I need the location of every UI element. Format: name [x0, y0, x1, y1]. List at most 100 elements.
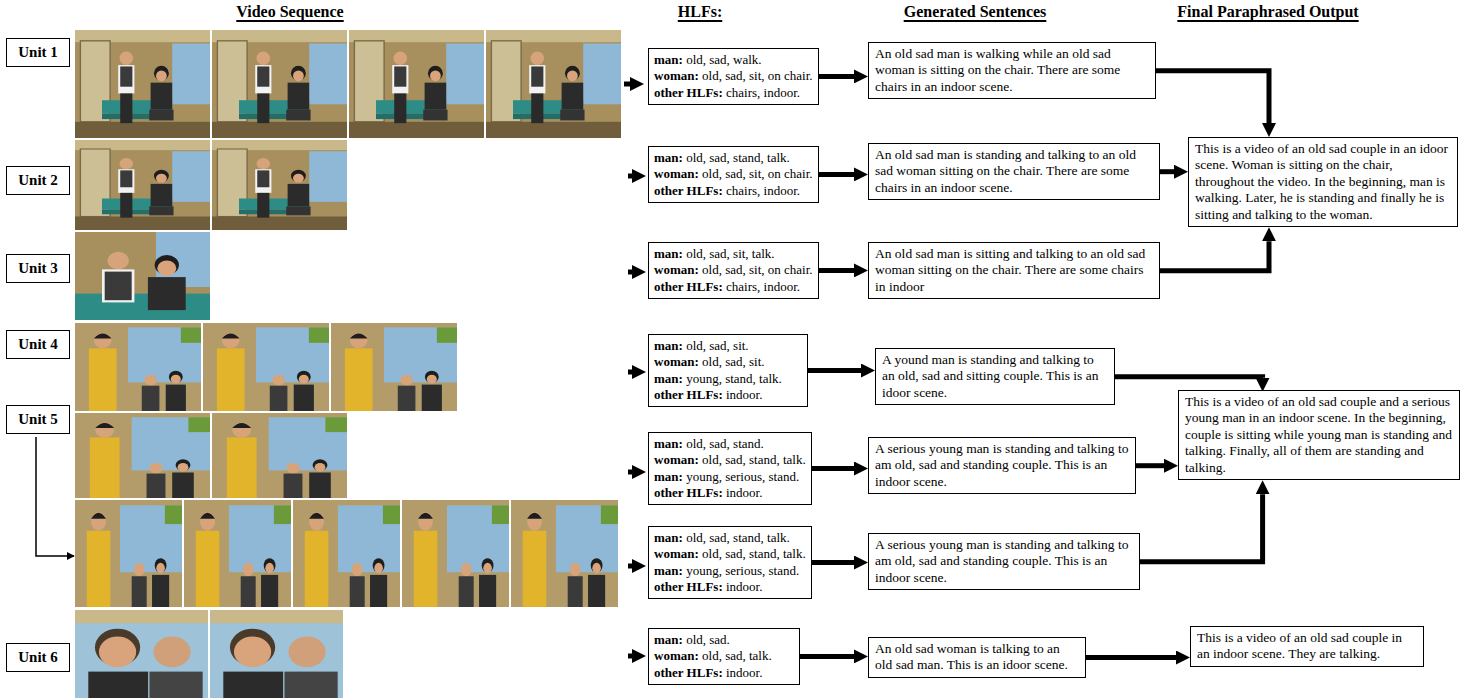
hlf-line: other HLFs: indoor. [654, 387, 802, 403]
hlf-line: man: old, sad, stand. [654, 436, 806, 452]
flow-arrow [1156, 71, 1269, 123]
video-frame [212, 30, 347, 138]
hlf-key: woman: [654, 546, 699, 561]
hlf-key: woman: [654, 166, 699, 181]
hlf-box: man: old, sad, sit.woman: old, sad, sit.… [648, 334, 808, 407]
box-text: An old sad man is walking while an old s… [875, 46, 1149, 95]
hlf-line: woman: old, sad, sit, on chair. [654, 68, 813, 84]
flow-arrow [819, 268, 855, 273]
box-text: Unit 1 [13, 44, 63, 61]
video-frame [349, 30, 484, 138]
video-frame [511, 500, 618, 607]
hlf-key: man: [654, 150, 683, 165]
hlf-key: man: [654, 530, 683, 545]
box-text: A yound man is standing and talking to a… [882, 352, 1108, 401]
hlf-line: other HLFs: indoor. [654, 579, 806, 595]
unit-label-box: Unit 6 [6, 643, 70, 672]
box-text: A serious young man is standing and talk… [875, 441, 1129, 490]
video-frame [203, 323, 329, 411]
hlf-box: man: old, sad, stand, talk.woman: old, s… [648, 526, 812, 599]
video-frame [184, 500, 291, 607]
paraphrase-box: This is a video of an old sad couple in … [1190, 626, 1424, 667]
hlf-key: man: [654, 338, 683, 353]
video-frame [75, 413, 210, 498]
unit5-continuation-line [36, 437, 74, 556]
unit-label-box: Unit 1 [6, 38, 70, 67]
hlf-line: man: old, sad, sit, talk. [654, 246, 813, 262]
hlf-key: man: [654, 246, 683, 261]
box-text: Unit 3 [13, 260, 63, 277]
frame-row [75, 30, 621, 698]
flow-arrow [808, 368, 861, 373]
sentence-box: A yound man is standing and talking to a… [875, 348, 1115, 405]
box-text: Unit 2 [13, 172, 63, 189]
paraphrase-box: This is a video of an old sad couple and… [1178, 390, 1460, 480]
column-heading: Generated Sentences [904, 3, 1047, 21]
frame-arrow [628, 470, 632, 475]
unit-label-box: Unit 4 [6, 330, 70, 359]
hlf-line: man: young, serious, stand. [654, 469, 806, 485]
hlf-key: other HLFs: [654, 85, 723, 100]
flow-arrow [812, 560, 854, 565]
hlf-line: other HLFs: chairs, indoor. [654, 183, 813, 199]
hlf-key: woman: [654, 648, 699, 663]
hlf-key: other HLFs: [654, 387, 723, 402]
frame-arrow [628, 654, 632, 659]
flow-arrow [1115, 377, 1263, 378]
hlf-line: woman: old, sad, sit, on chair. [654, 262, 813, 278]
flow-arrow [800, 654, 854, 659]
flow-arrow [819, 74, 855, 79]
hlf-line: man: old, sad, stand, talk. [654, 530, 806, 546]
flow-arrow [1136, 463, 1164, 468]
hlf-key: woman: [654, 354, 699, 369]
hlf-key: man: [654, 371, 683, 386]
hlf-key: woman: [654, 68, 699, 83]
hlf-line: other HLFs: indoor. [654, 665, 794, 681]
hlf-line: man: old, sad, sit. [654, 338, 802, 354]
box-text: This is a video of an old sad couple in … [1195, 141, 1451, 223]
sentence-box: An old sad man is standing and talking t… [868, 143, 1160, 200]
hlf-line: man: young, serious, stand. [654, 563, 806, 579]
frame-arrow [628, 270, 632, 275]
video-frame [75, 30, 210, 138]
sentence-box: An old sad woman is talking to an old sa… [868, 637, 1086, 678]
sentence-box: An old sad man is walking while an old s… [868, 42, 1156, 99]
frame-arrow [628, 370, 632, 375]
box-text: A serious young man is standing and talk… [875, 537, 1133, 586]
hlf-line: woman: old, sad, sit. [654, 354, 802, 370]
unit-label-box: Unit 2 [6, 166, 70, 195]
frame-arrow [624, 82, 630, 87]
sentence-box: A serious young man is standing and talk… [868, 437, 1136, 494]
hlf-line: man: old, sad, stand, talk. [654, 150, 813, 166]
box-text: Unit 5 [13, 411, 63, 428]
hlf-key: man: [654, 436, 683, 451]
hlf-line: man: old, sad. [654, 632, 794, 648]
hlf-key: other HLFs: [654, 579, 723, 594]
flow-arrow [819, 172, 855, 177]
hlf-key: other HLFs: [654, 665, 723, 680]
hlf-box: man: old, sad, walk.woman: old, sad, sit… [648, 48, 819, 105]
hlf-key: man: [654, 469, 683, 484]
flow-arrow [1160, 241, 1269, 270]
video-frame [75, 323, 201, 411]
hlf-line: woman: old, sad, stand, talk. [654, 546, 806, 562]
flow-arrow [812, 466, 854, 471]
hlf-line: man: young, stand, talk. [654, 371, 802, 387]
frame-arrows [624, 84, 632, 656]
paraphrase-box: This is a video of an old sad couple in … [1188, 137, 1458, 227]
box-text: Unit 6 [13, 649, 63, 666]
hlf-box: man: old, sad, stand, talk.woman: old, s… [648, 146, 819, 203]
hlf-key: woman: [654, 262, 699, 277]
video-frame [75, 500, 182, 607]
hlf-key: other HLFs: [654, 279, 723, 294]
hlf-key: other HLFs: [654, 183, 723, 198]
unit-label-box: Unit 3 [6, 254, 70, 283]
column-heading: HLFs: [678, 3, 722, 21]
frame-arrow [628, 174, 632, 179]
flow-arrow [1086, 655, 1176, 660]
box-text: Unit 4 [13, 336, 63, 353]
video-frame [210, 610, 343, 698]
hlf-key: man: [654, 563, 683, 578]
video-frame [331, 323, 457, 411]
